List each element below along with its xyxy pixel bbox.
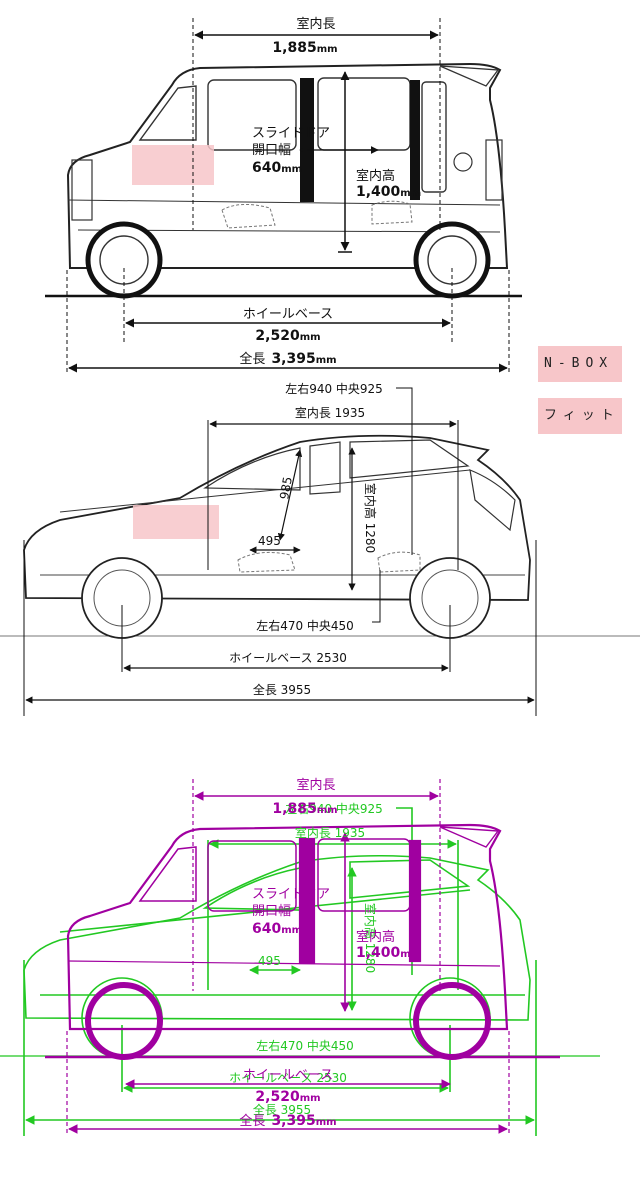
- nbox-unit: mm: [281, 164, 302, 175]
- nbox-door-label-2: 開口幅: [252, 143, 291, 158]
- overlay-nbox: [45, 779, 560, 1135]
- nbox-door-highlight: [132, 145, 214, 185]
- nbox-door-value: 640: [252, 160, 281, 176]
- overlay-nbox-interior-length-label: 室内長: [296, 777, 335, 793]
- svg-text:1,885mm: 1,885mm: [272, 40, 337, 56]
- nbox-door-label-1: スライドドア: [252, 126, 330, 141]
- overlay-fit-floor-label: 左右470 中央450: [256, 1038, 354, 1053]
- fit-interior-height: 室内高 1280: [363, 483, 378, 553]
- nbox-length-value: 3,395: [271, 351, 315, 367]
- overlay-nbox-interior-height-value: 1,400: [356, 945, 401, 961]
- overlay-drawing: 左右940 中央925 室内長 1935 495 室内高 1280 左右470 …: [0, 777, 600, 1136]
- overlay-nbox-unit: mm: [316, 1117, 337, 1128]
- overlay-nbox-interior-height-label: 室内高: [356, 929, 395, 945]
- svg-text:640mm: 640mm: [252, 921, 302, 937]
- svg-text:1,885mm: 1,885mm: [272, 801, 337, 817]
- fit-depth-495: 495: [258, 534, 281, 548]
- nbox-wheelbase-label: ホイールベース: [243, 307, 333, 322]
- svg-text:1,400mm: 1,400mm: [356, 184, 421, 200]
- overlay-nbox-unit: mm: [300, 1093, 321, 1104]
- overlay-nbox-length-value: 3,395: [271, 1113, 315, 1129]
- overlay-nbox-unit: mm: [281, 925, 302, 936]
- fit-door-highlight: [133, 505, 219, 539]
- svg-text:2,520mm: 2,520mm: [255, 1089, 320, 1105]
- nbox-unit: mm: [317, 44, 338, 55]
- nbox-interior-height-value: 1,400: [356, 184, 401, 200]
- overlay-nbox-wheelbase-label: ホイールベース: [243, 1068, 333, 1083]
- nbox-wheelbase-value: 2,520: [255, 328, 300, 344]
- overlay-nbox-door-label-2: 開口幅: [252, 904, 291, 919]
- overlay-fit-interior-length: 室内長 1935: [295, 825, 365, 840]
- nbox-unit: mm: [400, 188, 421, 199]
- fit-body-outline: [23, 434, 531, 601]
- svg-text:1,400mm: 1,400mm: [356, 945, 421, 961]
- overlay-nbox-interior-length-value: 1,885: [272, 801, 316, 817]
- fit-floor-label: 左右470 中央450: [256, 618, 354, 633]
- nbox-interior-length-label: 室内長: [296, 16, 335, 32]
- fit-length: 全長 3955: [253, 682, 311, 697]
- overlay-nbox-wheelbase-value: 2,520: [255, 1089, 300, 1105]
- nbox-body-outline: [66, 62, 509, 269]
- overlay-fit-interior-height: 室内高 1280: [363, 903, 378, 973]
- overlay-nbox-unit: mm: [317, 805, 338, 816]
- nbox-drawing: 室内長 1,885mm スライドドア 開口幅 640mm 室内高 1,400mm…: [45, 16, 522, 374]
- fit-drawing: 左右940 中央925 室内長 1935 985 室内高 1280 495 左右…: [0, 381, 640, 716]
- overlay-fit-depth-495: 495: [258, 954, 281, 968]
- svg-text:2,520mm: 2,520mm: [255, 328, 320, 344]
- nbox-unit: mm: [316, 355, 337, 366]
- nbox-length-label: 全長: [239, 351, 265, 367]
- overlay-fit-shoulder-label: 左右940 中央925: [285, 801, 383, 816]
- legend-fit: フィット: [538, 398, 622, 434]
- overlay-fit-wheelbase: ホイールベース 2530: [229, 1071, 347, 1085]
- svg-text:640mm: 640mm: [252, 160, 302, 176]
- legend-nbox: N-BOX: [538, 346, 622, 382]
- overlay-nbox-door-label-1: スライドドア: [252, 887, 330, 902]
- overlay-nbox-unit: mm: [400, 949, 421, 960]
- nbox-unit: mm: [300, 332, 321, 343]
- fit-interior-length: 室内長 1935: [295, 405, 365, 420]
- overlay-nbox-length-label: 全長: [239, 1113, 265, 1129]
- nbox-interior-length-value: 1,885: [272, 40, 316, 56]
- overlay-nbox-door-value: 640: [252, 921, 281, 937]
- overlay-fit-length: 全長 3955: [253, 1102, 311, 1117]
- nbox-interior-height-label: 室内高: [356, 168, 395, 184]
- svg-text:全長3,395mm: 全長 3,395mm: [239, 351, 336, 367]
- fit-shoulder-label: 左右940 中央925: [285, 381, 383, 396]
- svg-text:全長3,395mm: 全長 3,395mm: [239, 1113, 336, 1129]
- fit-height-985: 985: [277, 476, 295, 501]
- fit-wheelbase: ホイールベース 2530: [229, 651, 347, 665]
